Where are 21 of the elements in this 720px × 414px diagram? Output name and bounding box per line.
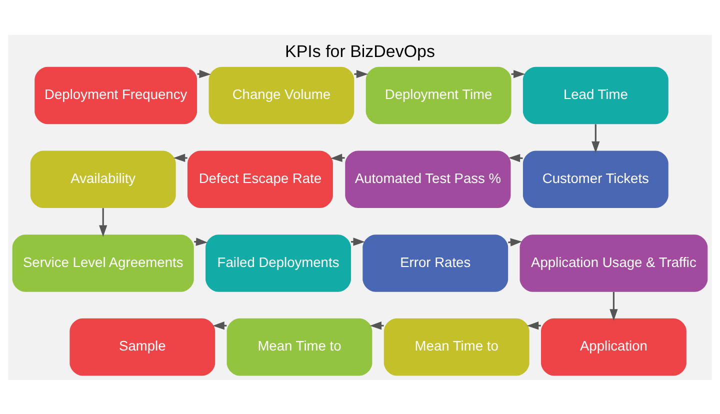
node-box: Customer Tickets bbox=[522, 150, 668, 208]
node-box: Application Usage & Traffic bbox=[520, 234, 708, 292]
node-box: Lead Time bbox=[522, 66, 668, 124]
diagram-title: KPIs for BizDevOps bbox=[285, 42, 435, 61]
node-box: Mean Time to bbox=[226, 318, 372, 376]
node-box: Sample bbox=[70, 318, 216, 376]
node-box: Automated Test Pass % bbox=[345, 150, 511, 208]
node-box: Mean Time to bbox=[384, 318, 530, 376]
node-box: Service Level Agreements bbox=[12, 234, 194, 292]
arrow bbox=[173, 153, 188, 162]
node-box: Change Volume bbox=[208, 66, 354, 124]
node-box: Error Rates bbox=[362, 234, 508, 292]
node-box: Deployment Time bbox=[366, 66, 512, 124]
node-box: Failed Deployments bbox=[206, 234, 351, 292]
node-box: Deployment Frequency bbox=[34, 66, 198, 124]
node-box: Defect Escape Rate bbox=[188, 150, 333, 208]
arrow bbox=[610, 291, 618, 320]
arrow bbox=[99, 208, 108, 236]
arrow bbox=[592, 124, 600, 153]
node-box: Availability bbox=[30, 150, 176, 208]
node-box: Application bbox=[541, 318, 686, 376]
